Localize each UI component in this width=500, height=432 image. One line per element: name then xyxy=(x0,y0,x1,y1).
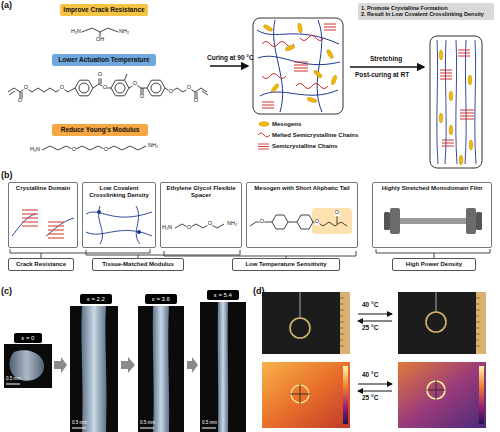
scale-bar-label: 0.5 mm xyxy=(202,421,217,426)
legend-text: Mesogens xyxy=(272,121,301,127)
node-text: Mesogen with Short Aliphatic Tail xyxy=(254,185,349,192)
atom-label: O xyxy=(168,89,173,95)
scale-bar-label: 0.5 mm xyxy=(140,421,155,426)
atom-label: O xyxy=(102,85,107,91)
strain-tag: ε = 2.2 xyxy=(80,294,112,304)
atom-label: O xyxy=(23,85,28,91)
node-text: Reduce Young's Modulus xyxy=(61,126,140,133)
scale-bar-label: 0.5 mm xyxy=(72,421,87,426)
node-text: Crystalline Domain xyxy=(16,185,70,192)
atom-label: O xyxy=(59,85,64,91)
node-text: ε = 5.4 xyxy=(214,292,232,299)
node-text: Improve Crack Resistance xyxy=(63,6,144,13)
property-tag: Lower Actuation Temperature xyxy=(52,54,156,66)
outcome-box: High Power Density xyxy=(392,258,476,271)
process-label: Curing at 90 °C xyxy=(207,55,254,62)
node-text: Highly Stretched Monodomain Film xyxy=(382,185,483,192)
node-text: Lower Actuation Temperature xyxy=(58,56,149,63)
feature-box: Crystalline Domain xyxy=(8,182,78,248)
temperature-arrows xyxy=(358,314,392,391)
network-illustration xyxy=(253,18,343,114)
atom-label: O xyxy=(71,147,76,153)
atom-label: NH₂ xyxy=(147,143,158,149)
actuation-photos xyxy=(262,292,486,428)
node-text: ε = 0 xyxy=(22,335,35,342)
atom-label: O xyxy=(334,210,339,216)
panel-letter: (d) xyxy=(253,287,265,296)
feature-box: Mesogen with Short Aliphatic Tail xyxy=(246,182,358,248)
atom-label: O xyxy=(103,147,108,153)
mesogen-structure xyxy=(8,74,208,99)
atom-label: O xyxy=(207,221,212,227)
node-text: Ethylene Glycol Flexible Spacer xyxy=(164,185,238,199)
diaminopropanol-structure xyxy=(82,28,118,37)
node-text: Tissue-Matched Modulus xyxy=(102,261,174,268)
scale-bar-label: 0.5 mm xyxy=(6,377,21,382)
temperature-label: 25 °C xyxy=(362,325,378,332)
strain-tag: ε = 5.4 xyxy=(207,290,239,300)
panel-letter: (c) xyxy=(1,287,12,296)
node-text: 1. Promote Crystalline Formation xyxy=(361,5,448,11)
feature-box: Highly Stretched Monodomain Film xyxy=(372,182,492,248)
atom-label: H₂N xyxy=(70,29,81,35)
dumbbell-drawing xyxy=(384,208,482,234)
atom-label: O xyxy=(132,81,137,87)
feature-box: Low Covalent Crosslinking Density xyxy=(82,182,156,248)
peg-diamine-structure xyxy=(42,146,146,150)
node-text: Low Temperature Sensitivity xyxy=(245,261,326,268)
process-arrow xyxy=(210,65,248,66)
step-arrows xyxy=(54,357,198,373)
atom-label: O xyxy=(259,219,264,225)
crystalline-domain-drawing xyxy=(12,210,74,238)
atom-label: O xyxy=(314,219,319,225)
process-label: Stretching xyxy=(370,56,402,63)
feature-box: Ethylene Glycol Flexible Spacer xyxy=(160,182,242,248)
stretched-network-illustration xyxy=(430,36,482,168)
strain-tag: ε = 3.6 xyxy=(145,294,177,304)
property-tag: Reduce Young's Modulus xyxy=(52,124,148,136)
outcome-box: Crack Resistance xyxy=(8,258,74,271)
legend-text: Melted Semicrystalline Chains xyxy=(272,132,358,138)
atom-label: O xyxy=(97,72,102,78)
note-box: 1. Promote Crystalline Formation2. Resul… xyxy=(358,3,494,20)
mesogen-tail-structure xyxy=(250,208,352,234)
legend-samples xyxy=(258,122,270,149)
node-text: ε = 2.2 xyxy=(87,296,105,303)
outcome-box: Low Temperature Sensitivity xyxy=(232,258,340,271)
temperature-label: 25 °C xyxy=(362,395,378,402)
grouping-brackets xyxy=(10,249,490,258)
panel-letter: (b) xyxy=(1,171,13,180)
process-arrow xyxy=(350,66,424,67)
node-text: ε = 3.6 xyxy=(152,296,170,303)
spacer-structure xyxy=(175,224,224,228)
atom-label: H₂N xyxy=(29,147,40,153)
process-label: Post-curing at RT xyxy=(355,72,409,79)
node-text: High Power Density xyxy=(406,261,462,268)
atom-label: O xyxy=(139,94,144,100)
property-tag: Improve Crack Resistance xyxy=(60,4,148,16)
strain-photos xyxy=(4,302,246,432)
atom-label: OH xyxy=(95,37,104,43)
node-text: Low Covalent Crosslinking Density xyxy=(86,185,152,199)
atom-label: O xyxy=(193,98,198,104)
legend-text: Semicrystalline Chains xyxy=(272,143,338,149)
node-text: Crack Resistance xyxy=(16,261,66,268)
temperature-label: 40 °C xyxy=(362,302,378,309)
outcome-box: Tissue-Matched Modulus xyxy=(92,258,184,271)
atom-label: O xyxy=(186,225,191,231)
atom-label: NH₂ xyxy=(118,29,129,35)
atom-label: O xyxy=(186,85,191,91)
node-text: 2. Result In Low Covalent Crosslinking D… xyxy=(361,11,484,17)
strain-tag: ε = 0 xyxy=(14,333,42,343)
atom-label: O xyxy=(17,98,22,104)
atom-label: NH₂ xyxy=(226,221,237,227)
atom-label: H₂N xyxy=(161,225,172,231)
temperature-label: 40 °C xyxy=(362,372,378,379)
crosslink-network-drawing xyxy=(86,206,152,244)
panel-letter: (a) xyxy=(1,1,12,10)
